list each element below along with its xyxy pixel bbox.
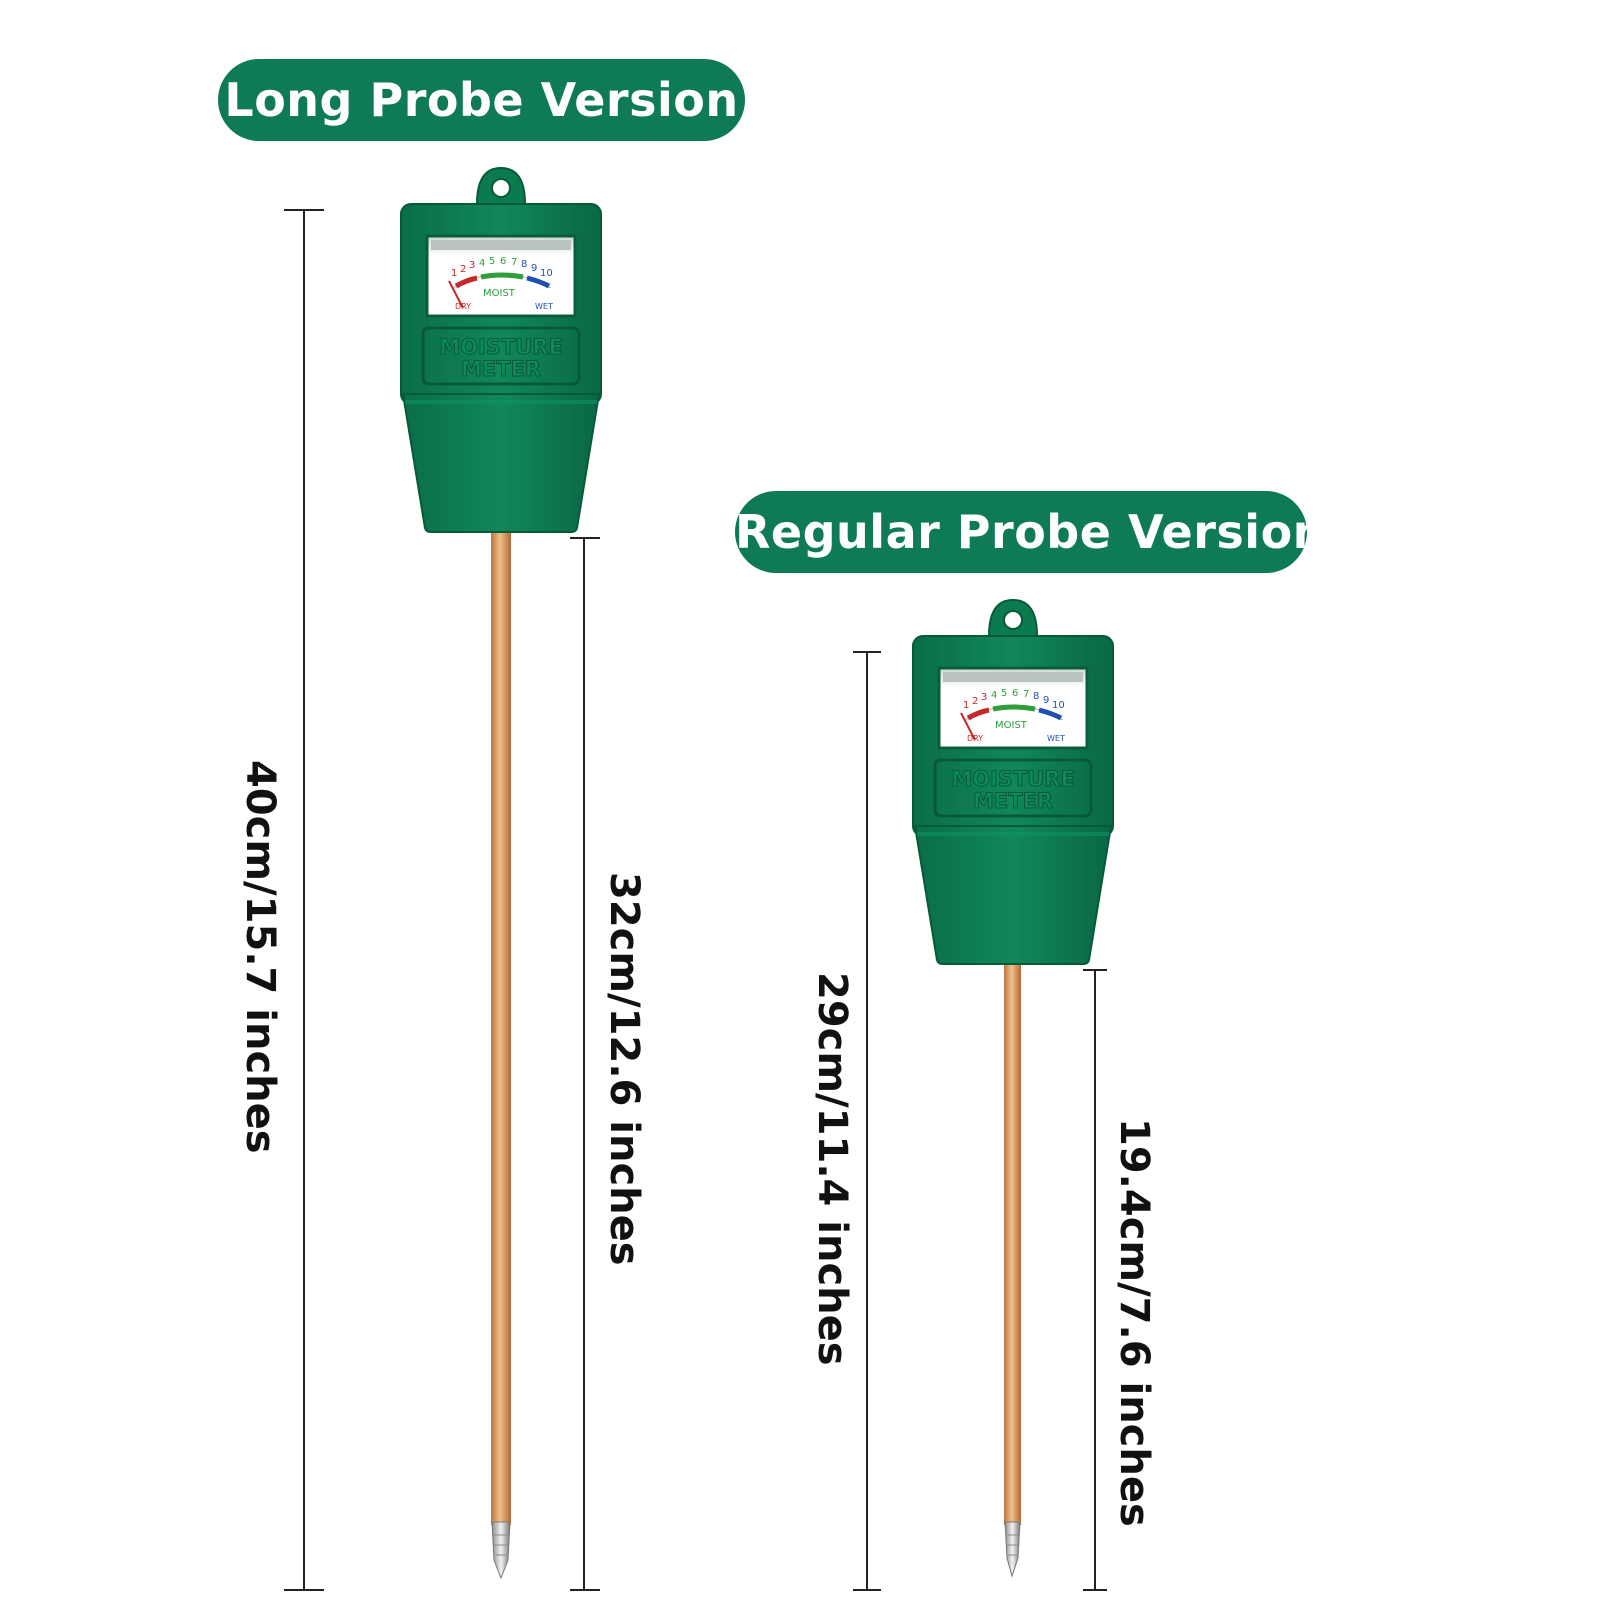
svg-text:7: 7 <box>511 257 517 268</box>
svg-text:10: 10 <box>1052 700 1065 711</box>
svg-text:3: 3 <box>469 260 475 271</box>
svg-text:5: 5 <box>489 256 495 267</box>
long-dry-label: DRY <box>455 302 471 311</box>
regular-scale-numbers: 1 2 3 4 5 6 7 8 9 10 <box>963 688 1065 711</box>
regular-dry-label: DRY <box>967 734 983 743</box>
long-probe-rod <box>491 530 511 1525</box>
regular-moist-label: MOIST <box>995 720 1028 731</box>
regular-probe-length-label: 19.4cm/7.6 inches <box>1111 1118 1157 1527</box>
svg-text:8: 8 <box>521 259 527 270</box>
regular-brand-line2: METER <box>973 789 1053 813</box>
regular-total-length-label: 29cm/11.4 inches <box>809 972 855 1366</box>
svg-text:6: 6 <box>500 256 506 267</box>
svg-text:5: 5 <box>1001 688 1007 699</box>
regular-probe-meter: 1 2 3 4 5 6 7 8 9 10 DRY MOIST WET MOIST… <box>911 598 1115 1578</box>
long-probe-version-badge: Long Probe Version <box>218 59 745 141</box>
long-scale-numbers: 1 2 3 4 5 6 7 8 9 10 <box>451 256 553 279</box>
svg-text:1: 1 <box>963 700 969 711</box>
svg-text:2: 2 <box>460 264 466 275</box>
svg-text:9: 9 <box>1043 695 1049 706</box>
long-moist-label: MOIST <box>483 288 516 299</box>
long-wet-label: WET <box>535 302 553 311</box>
long-probe-tip <box>491 1521 511 1580</box>
regular-probe-version-badge: Regular Probe Version <box>735 491 1325 573</box>
long-total-length-label: 40cm/15.7 inches <box>237 760 283 1154</box>
regular-probe-rod <box>1004 960 1021 1525</box>
long-brand-line1: MOISTURE <box>439 335 563 359</box>
long-probe-meter: 1 2 3 4 5 6 7 8 9 10 DRY MOIST WET MOIST… <box>399 166 603 1580</box>
svg-text:6: 6 <box>1012 688 1018 699</box>
svg-text:3: 3 <box>981 692 987 703</box>
svg-text:1: 1 <box>451 268 457 279</box>
dimension-lines <box>284 209 1107 1591</box>
svg-text:4: 4 <box>479 258 485 269</box>
svg-text:8: 8 <box>1033 691 1039 702</box>
svg-text:4: 4 <box>991 690 997 701</box>
regular-brand-line1: MOISTURE <box>951 767 1075 791</box>
svg-text:10: 10 <box>540 268 553 279</box>
svg-text:9: 9 <box>531 263 537 274</box>
svg-text:7: 7 <box>1023 689 1029 700</box>
svg-text:2: 2 <box>972 696 978 707</box>
long-probe-length-label: 32cm/12.6 inches <box>601 872 647 1266</box>
regular-wet-label: WET <box>1047 734 1065 743</box>
long-brand-line2: METER <box>461 357 541 381</box>
regular-probe-tip <box>1004 1521 1021 1578</box>
